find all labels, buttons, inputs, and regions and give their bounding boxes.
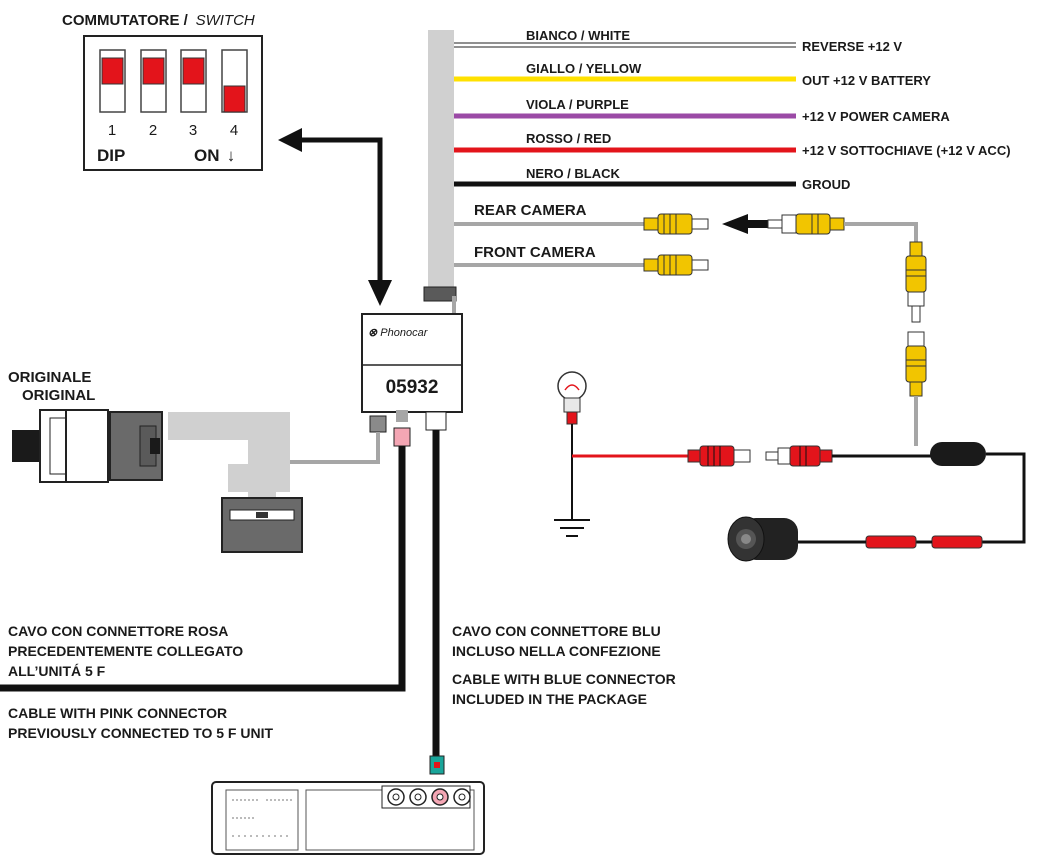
camera-icon bbox=[727, 516, 798, 562]
head-unit bbox=[211, 781, 485, 855]
bundle-connector bbox=[423, 286, 457, 302]
wire-name-black: NERO / BLACK bbox=[526, 166, 621, 181]
dip-label: DIP bbox=[97, 146, 125, 165]
pink-cable-it-3: ALL’UNITÁ 5 F bbox=[8, 663, 106, 679]
pink-cable-it-1: CAVO CON CONNETTORE ROSA bbox=[8, 623, 228, 639]
pink-cable-en-1: CABLE WITH PINK CONNECTOR bbox=[8, 705, 227, 721]
pink-cable bbox=[0, 446, 406, 692]
module-code: 05932 bbox=[386, 377, 439, 398]
wire-function-purple: +12 V POWER CAMERA bbox=[802, 109, 950, 124]
switch-title-italic: SWITCH bbox=[196, 12, 255, 29]
phonocar-logo-icon: ⊗ bbox=[368, 327, 378, 339]
dip-lever-3[interactable] bbox=[182, 57, 205, 85]
ribbon-cable bbox=[428, 30, 454, 292]
rca-front-female bbox=[643, 254, 709, 276]
original-connector bbox=[12, 409, 303, 553]
switch-title: COMMUTATORE / bbox=[62, 12, 189, 29]
wire-name-purple: VIOLA / PURPLE bbox=[526, 97, 629, 112]
cable-splitter bbox=[930, 442, 986, 466]
wire-name-yellow: GIALLO / YELLOW bbox=[526, 61, 642, 76]
wire-name-white: BIANCO / WHITE bbox=[526, 28, 630, 43]
dip-number-3: 3 bbox=[189, 122, 197, 139]
arrow-left-icon bbox=[722, 214, 770, 234]
original-label-1: ORIGINALE bbox=[8, 369, 91, 386]
arrow-left-icon bbox=[278, 128, 302, 152]
wire-lines bbox=[454, 42, 796, 267]
dip-switch: COMMUTATORE / SWITCH 1 2 3 4 DIP ON ↓ bbox=[62, 12, 263, 171]
rca-vertical-lower bbox=[905, 331, 927, 397]
original-label-2: ORIGINAL bbox=[22, 387, 95, 404]
svg-text:COMMUTATORE / SWITCH: COMMUTATORE / SWITCH bbox=[62, 12, 255, 29]
dip-number-1: 1 bbox=[108, 122, 116, 139]
rca-red-pair bbox=[687, 445, 833, 467]
blue-cable-it-1: CAVO CON CONNETTORE BLU bbox=[452, 623, 661, 639]
blue-cable-en-1: CABLE WITH BLUE CONNECTOR bbox=[452, 671, 676, 687]
svg-text:ON ↓: ON ↓ bbox=[194, 146, 235, 165]
dip-number-4: 4 bbox=[230, 122, 238, 139]
blue-cable-connector bbox=[425, 411, 447, 431]
wire-bundle bbox=[423, 30, 457, 314]
pink-connector bbox=[393, 427, 411, 447]
arrow-down-icon bbox=[368, 280, 392, 306]
reverse-bulb bbox=[554, 371, 690, 537]
wire-function-black: GROUD bbox=[802, 177, 850, 192]
bulb-icon bbox=[557, 371, 587, 401]
dip-lever-1[interactable] bbox=[101, 57, 124, 85]
module-brand: Phonocar bbox=[380, 327, 428, 339]
grey-connector bbox=[369, 415, 387, 433]
pink-cable-en-2: PREVIOUSLY CONNECTED TO 5 F UNIT bbox=[8, 725, 273, 741]
blue-cable-en-2: INCLUDED IN THE PACKAGE bbox=[452, 691, 647, 707]
wire-name-red: ROSSO / RED bbox=[526, 131, 611, 146]
on-arrow-icon: ↓ bbox=[227, 146, 236, 165]
on-label: ON bbox=[194, 146, 220, 165]
dip-lever-2[interactable] bbox=[142, 57, 165, 85]
dip-number-2: 2 bbox=[149, 122, 157, 139]
wire-function-yellow: OUT +12 V BATTERY bbox=[802, 73, 931, 88]
wire-function-red: +12 V SOTTOCHIAVE (+12 V ACC) bbox=[802, 143, 1011, 158]
svg-text:⊗ Phonocar: ⊗ Phonocar bbox=[368, 327, 429, 339]
rca-rear-female bbox=[643, 213, 709, 235]
pink-cable-it-2: PRECEDENTEMENTE COLLEGATO bbox=[8, 643, 243, 659]
switch-link-arrow bbox=[278, 128, 392, 306]
rca-rear-male bbox=[767, 213, 845, 235]
rca-vertical-upper bbox=[905, 241, 927, 323]
rear-camera-label: REAR CAMERA bbox=[474, 202, 587, 219]
blue-cable-it-2: INCLUSO NELLA CONFEZIONE bbox=[452, 643, 661, 659]
interface-module: ⊗ Phonocar 05932 bbox=[361, 313, 463, 447]
wire-function-white: REVERSE +12 V bbox=[802, 39, 902, 54]
dip-lever-4[interactable] bbox=[223, 85, 246, 113]
front-camera-label: FRONT CAMERA bbox=[474, 244, 596, 261]
